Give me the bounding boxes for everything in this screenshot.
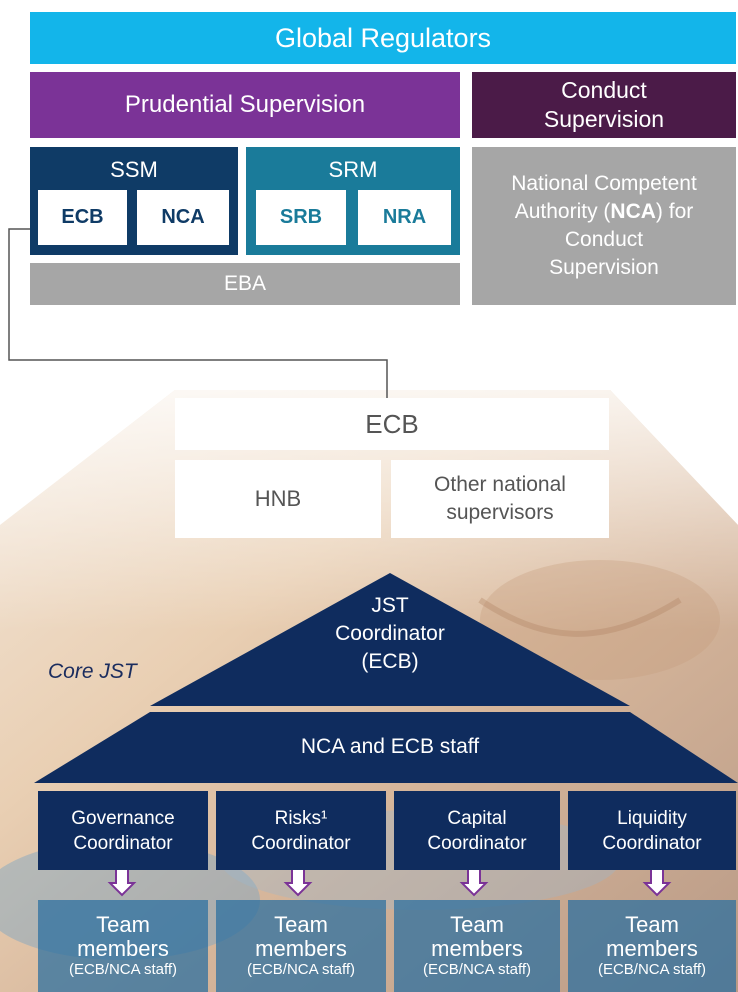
staff-trapezoid [34,712,738,783]
ecb-label: ECB [365,408,419,439]
conduct-supervision-box: Conduct Supervision [472,72,736,138]
conduct-line-2: Supervision [543,106,665,132]
nca-conduct-box: National Competent Authority (NCA) for C… [472,147,736,305]
connector-line [8,228,388,398]
other-supervisors-box: Other national supervisors [391,460,609,538]
srm-title: SRM [328,157,378,182]
nca-conduct-line-1: National Competent [511,172,697,195]
ecb-box: ECB [175,398,609,450]
prudential-supervision-box: Prudential Supervision [30,72,460,138]
global-regulators-box: Global Regulators [30,12,736,64]
nca-conduct-line-4: Supervision [549,256,659,279]
conduct-line-1: Conduct [561,77,647,103]
ssm-box: SSM ECB NCA [30,147,238,255]
eba-box: EBA [30,263,460,305]
prudential-supervision-label: Prudential Supervision [124,91,366,118]
other-line-1: Other national [434,473,566,496]
core-jst-label: Core JST [48,660,137,683]
nca-conduct-line-2: Authority (NCA) for [514,200,694,223]
jst-triangle [150,573,630,706]
jst-coordinator-label: JST Coordinator (ECB) [335,594,445,673]
ssm-ecb-box: ECB [38,190,127,245]
srm-nra-box: NRA [358,190,451,245]
other-line-2: supervisors [446,501,554,524]
eba-label: EBA [223,272,267,295]
srm-srb-box: SRB [256,190,346,245]
ssm-nca-box: NCA [137,190,229,245]
ssm-title: SSM [110,157,158,182]
global-regulators-label: Global Regulators [274,22,492,53]
hnb-label: HNB [254,486,302,511]
staff-label: NCA and ECB staff [300,735,480,758]
srm-box: SRM SRB NRA [246,147,460,255]
hnb-box: HNB [175,460,381,538]
nca-conduct-line-3: Conduct [564,228,644,251]
